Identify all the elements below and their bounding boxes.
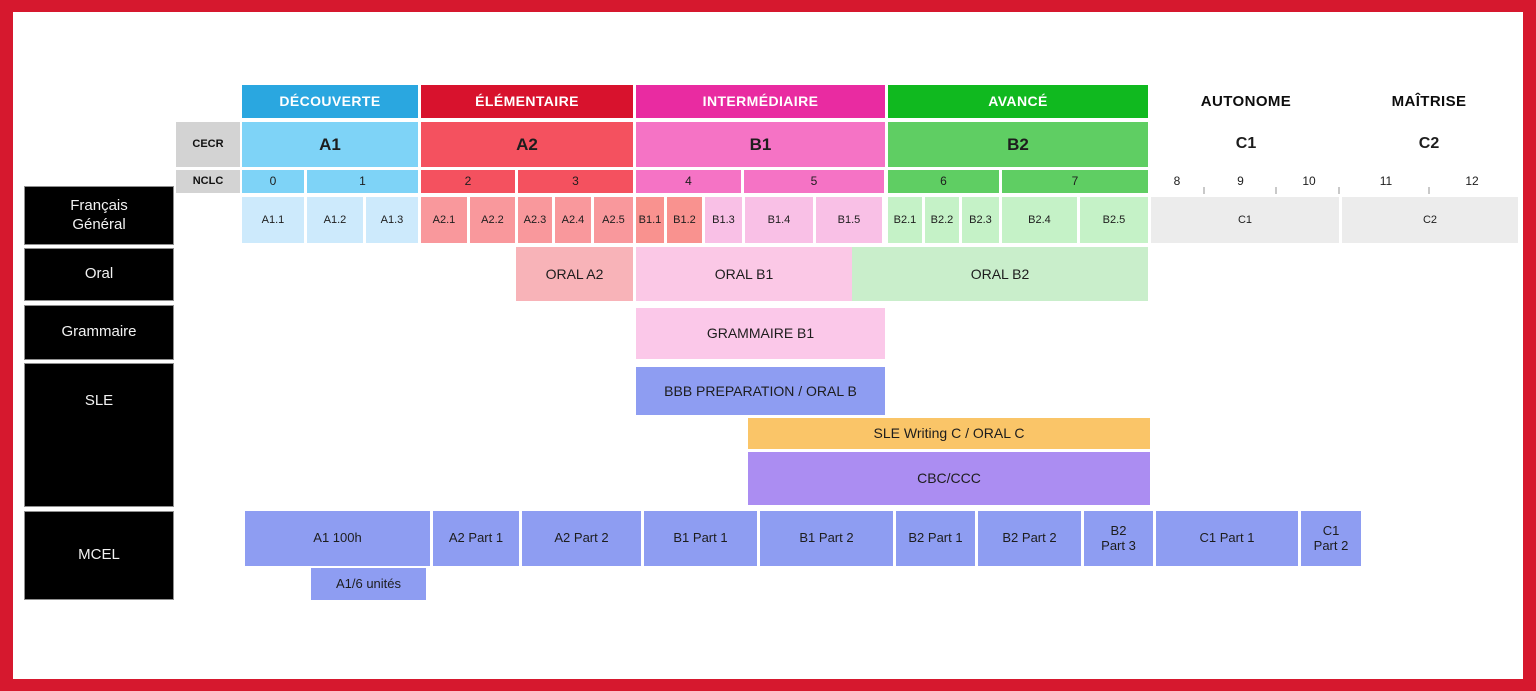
mcel-cell-a1-100h: A1 100h xyxy=(245,511,430,566)
cecr-axis-label: CECR xyxy=(176,122,240,167)
oral-block-b1: ORAL B1 xyxy=(636,247,852,301)
row-label-grammaire: Grammaire xyxy=(24,305,174,360)
stage-header-elementaire: ÉLÉMENTAIRE xyxy=(421,85,633,118)
mcel-cell-b2-part1: B2 Part 1 xyxy=(896,511,975,566)
cecr-band-a2: A2 xyxy=(421,122,633,167)
nclc-cell-12: 12 xyxy=(1465,173,1479,188)
fg-cell-a2-1: A2.1 xyxy=(421,197,467,243)
mcel-cell-c1-part2: C1 Part 2 xyxy=(1301,511,1361,566)
fg-cell-b1-5: B1.5 xyxy=(816,197,882,243)
fg-cell-a2-2: A2.2 xyxy=(470,197,515,243)
stage-header-decouverte: DÉCOUVERTE xyxy=(242,85,418,118)
oral-block-a2: ORAL A2 xyxy=(516,247,633,301)
mcel-cell-b2-part3: B2 Part 3 xyxy=(1084,511,1153,566)
nclc-cell-1: 1 xyxy=(307,170,418,193)
row-label-mcel: MCEL xyxy=(24,511,174,600)
fg-cell-b1-3: B1.3 xyxy=(705,197,742,243)
fg-cell-c1: C1 xyxy=(1151,197,1339,243)
mcel-cell-a1-6-unites: A1/6 unités xyxy=(311,568,426,600)
mcel-cell-c1-part1: C1 Part 1 xyxy=(1156,511,1298,566)
fg-cell-b1-1: B1.1 xyxy=(636,197,664,243)
cecr-band-b1: B1 xyxy=(636,122,885,167)
nclc-cell-10: 10 xyxy=(1302,173,1316,188)
fg-cell-a2-4: A2.4 xyxy=(555,197,591,243)
nclc-cell-3: 3 xyxy=(518,170,633,193)
cecr-band-a1: A1 xyxy=(242,122,418,167)
nclc-cell-11: 11 xyxy=(1379,173,1393,188)
fg-cell-b2-1: B2.1 xyxy=(888,197,922,243)
fg-cell-c2: C2 xyxy=(1342,197,1518,243)
nclc-cell-4: 4 xyxy=(636,170,741,193)
nclc-cell-2: 2 xyxy=(421,170,515,193)
nclc-cell-0: 0 xyxy=(242,170,304,193)
mcel-cell-b1-part1: B1 Part 1 xyxy=(644,511,757,566)
nclc-tick xyxy=(1275,187,1277,194)
nclc-cell-8: 8 xyxy=(1173,173,1181,188)
fg-cell-b2-2: B2.2 xyxy=(925,197,959,243)
cecr-band-c1: C1 xyxy=(1235,135,1257,153)
oral-block-b2: ORAL B2 xyxy=(852,247,1148,301)
fg-cell-a2-3: A2.3 xyxy=(518,197,552,243)
fg-cell-b1-2: B1.2 xyxy=(667,197,702,243)
fg-cell-a1-2: A1.2 xyxy=(307,197,363,243)
stage-header-maitrise: MAÎTRISE xyxy=(1391,92,1467,110)
sle-block-cbc-ccc: CBC/CCC xyxy=(748,452,1150,505)
fg-cell-b2-5: B2.5 xyxy=(1080,197,1148,243)
fg-cell-a2-5: A2.5 xyxy=(594,197,633,243)
sle-block-bbb-oral-b: BBB PREPARATION / ORAL B xyxy=(636,367,885,415)
grammaire-block-b1: GRAMMAIRE B1 xyxy=(636,308,885,359)
mcel-cell-b1-part2: B1 Part 2 xyxy=(760,511,893,566)
nclc-cell-7: 7 xyxy=(1002,170,1148,193)
nclc-cell-6: 6 xyxy=(888,170,999,193)
nclc-tick xyxy=(1338,187,1340,194)
cecr-band-b2: B2 xyxy=(888,122,1148,167)
stage-header-avance: AVANCÉ xyxy=(888,85,1148,118)
fg-cell-b1-4: B1.4 xyxy=(745,197,813,243)
mcel-cell-a2-part1: A2 Part 1 xyxy=(433,511,519,566)
fg-cell-b2-4: B2.4 xyxy=(1002,197,1077,243)
nclc-axis-label: NCLC xyxy=(176,170,240,193)
fg-cell-b2-3: B2.3 xyxy=(962,197,999,243)
stage-header-intermediaire: INTERMÉDIAIRE xyxy=(636,85,885,118)
stage-header-autonome: AUTONOME xyxy=(1200,92,1292,110)
mcel-cell-b2-part2: B2 Part 2 xyxy=(978,511,1081,566)
nclc-tick xyxy=(1428,187,1430,194)
nclc-cell-9: 9 xyxy=(1237,173,1244,188)
nclc-tick xyxy=(1203,187,1205,194)
nclc-cell-5: 5 xyxy=(744,170,884,193)
fg-cell-a1-3: A1.3 xyxy=(366,197,418,243)
mcel-cell-a2-part2: A2 Part 2 xyxy=(522,511,641,566)
cecr-band-c2: C2 xyxy=(1418,135,1440,153)
sle-block-writing-c-oral-c: SLE Writing C / ORAL C xyxy=(748,418,1150,449)
row-label-francais-general: Français Général xyxy=(24,186,174,245)
fg-cell-a1-1: A1.1 xyxy=(242,197,304,243)
row-label-oral: Oral xyxy=(24,248,174,301)
row-label-sle: SLE xyxy=(24,363,174,507)
